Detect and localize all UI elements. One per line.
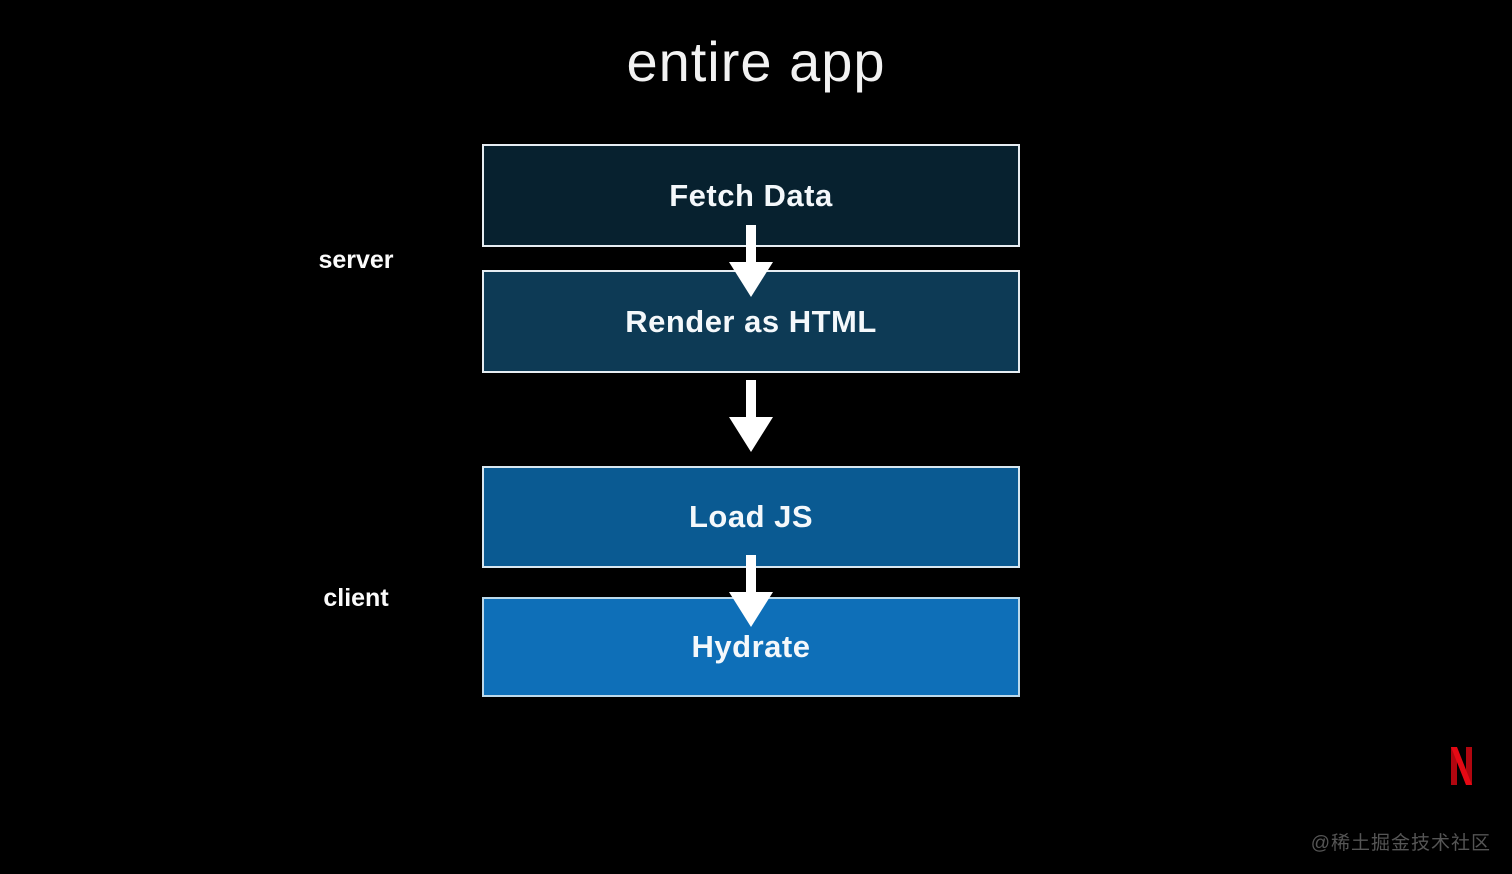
step-load-js: Load JS bbox=[482, 466, 1020, 568]
watermark: @稀土掘金技术社区 bbox=[1310, 833, 1491, 854]
server-label: server bbox=[318, 246, 394, 274]
down-arrow-icon bbox=[729, 555, 773, 627]
netflix-n-right-bar bbox=[1466, 747, 1472, 785]
client-label: client bbox=[323, 584, 389, 612]
down-arrow-shape bbox=[729, 380, 773, 452]
step-hydrate-label: Hydrate bbox=[691, 629, 811, 664]
step-render-as-html-label: Render as HTML bbox=[625, 303, 877, 339]
netflix-n-diagonal bbox=[1451, 747, 1472, 785]
step-load-js-label: Load JS bbox=[688, 499, 814, 534]
netflix-n-icon bbox=[1451, 747, 1472, 785]
step-fetch-data-label: Fetch Data bbox=[669, 177, 833, 213]
down-arrow-icon bbox=[729, 380, 773, 452]
netflix-n-left-bar bbox=[1451, 747, 1457, 785]
down-arrow-icon bbox=[729, 225, 773, 297]
down-arrow-shape bbox=[729, 555, 773, 627]
down-arrow-shape bbox=[729, 225, 773, 297]
slide-title: entire app bbox=[626, 30, 886, 93]
